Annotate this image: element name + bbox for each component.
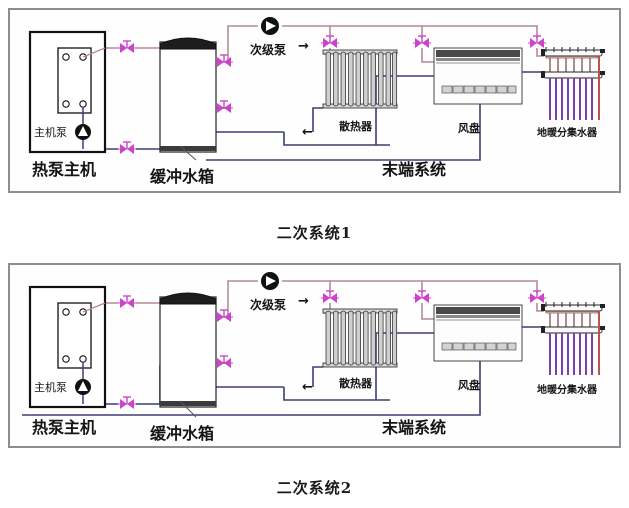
valve-hp-return-2: [117, 396, 137, 410]
radiator-label-1: 散热器: [339, 119, 373, 133]
diagram-secondary-system-2: 主机泵 热泵主机 缓冲水箱 次级泵 → ←: [8, 263, 621, 448]
valve-tank-top-2: [214, 309, 234, 323]
valve-radiator-1: [320, 35, 340, 49]
diagram-1-caption: 二次系统1: [276, 224, 353, 242]
floor-heating-manifold-2: [540, 301, 606, 376]
valve-manifold-1: [527, 35, 547, 49]
main-pump-label-1: 主机泵: [34, 125, 67, 139]
valve-tank-bottom-1: [214, 100, 234, 114]
diagram-2-caption: 二次系统2: [276, 479, 353, 497]
terminal-system-label-2: 末端系统: [382, 418, 446, 437]
valve-fan-coil-2: [412, 290, 432, 304]
valve-fan-coil-1: [412, 35, 432, 49]
diagram-secondary-system-1: 主机泵 热泵主机 缓冲水箱 次级泵 → ←: [8, 8, 621, 193]
radiator-label-2: 散热器: [339, 376, 373, 390]
radiator-1: [322, 49, 398, 109]
buffer-tank-label-2: 缓冲水箱: [149, 424, 214, 443]
secondary-pump-1: [261, 17, 279, 35]
valve-manifold-2: [527, 290, 547, 304]
buffer-tank-label-1: 缓冲水箱: [149, 167, 214, 186]
main-pump-symbol-1: [75, 124, 91, 140]
diagram-1-canvas: 主机泵 热泵主机 缓冲水箱 次级泵 → ←: [10, 10, 619, 191]
heat-pump-unit-label-2: 热泵主机: [32, 418, 96, 437]
valve-radiator-2: [320, 290, 340, 304]
heat-pump-unit-label-1: 热泵主机: [32, 160, 96, 179]
radiator-2: [322, 308, 398, 368]
buffer-tank-2: [159, 292, 217, 418]
heat-exchanger-ports-1: [62, 53, 87, 108]
buffer-tank-1: [159, 37, 217, 161]
supply-flow-arrow-1: →: [298, 39, 309, 54]
fan-coil-1: [433, 47, 523, 105]
secondary-pump-label-2: 次级泵: [250, 297, 286, 312]
return-flow-arrow-1: ←: [302, 125, 313, 140]
heat-pump-unit-1: 主机泵: [28, 30, 107, 154]
valve-hp-supply-1: [117, 40, 137, 54]
diagram-2-canvas: 主机泵 热泵主机 缓冲水箱 次级泵 → ←: [10, 265, 619, 446]
valve-tank-bottom-2: [214, 355, 234, 369]
secondary-pump-label-1: 次级泵: [250, 42, 286, 57]
main-pump-symbol-2: [75, 379, 91, 395]
floor-heating-manifold-label-1: 地暖分集水器: [537, 126, 598, 139]
secondary-pump-2: [261, 272, 279, 290]
fan-coil-label-1: 风盘: [458, 121, 480, 135]
valve-hp-supply-2: [117, 295, 137, 309]
valve-hp-return-1: [117, 141, 137, 155]
main-pump-label-2: 主机泵: [34, 380, 67, 394]
terminal-system-label-1: 末端系统: [382, 160, 446, 179]
heat-pump-unit-2: 主机泵: [28, 285, 107, 409]
floor-heating-manifold-label-2: 地暖分集水器: [537, 383, 598, 396]
supply-flow-arrow-2: →: [298, 294, 309, 309]
fan-coil-label-2: 风盘: [458, 378, 480, 392]
return-flow-arrow-2: ←: [302, 380, 313, 395]
fan-coil-2: [433, 304, 523, 362]
valve-tank-top-1: [214, 54, 234, 68]
floor-heating-manifold-1: [540, 46, 606, 121]
